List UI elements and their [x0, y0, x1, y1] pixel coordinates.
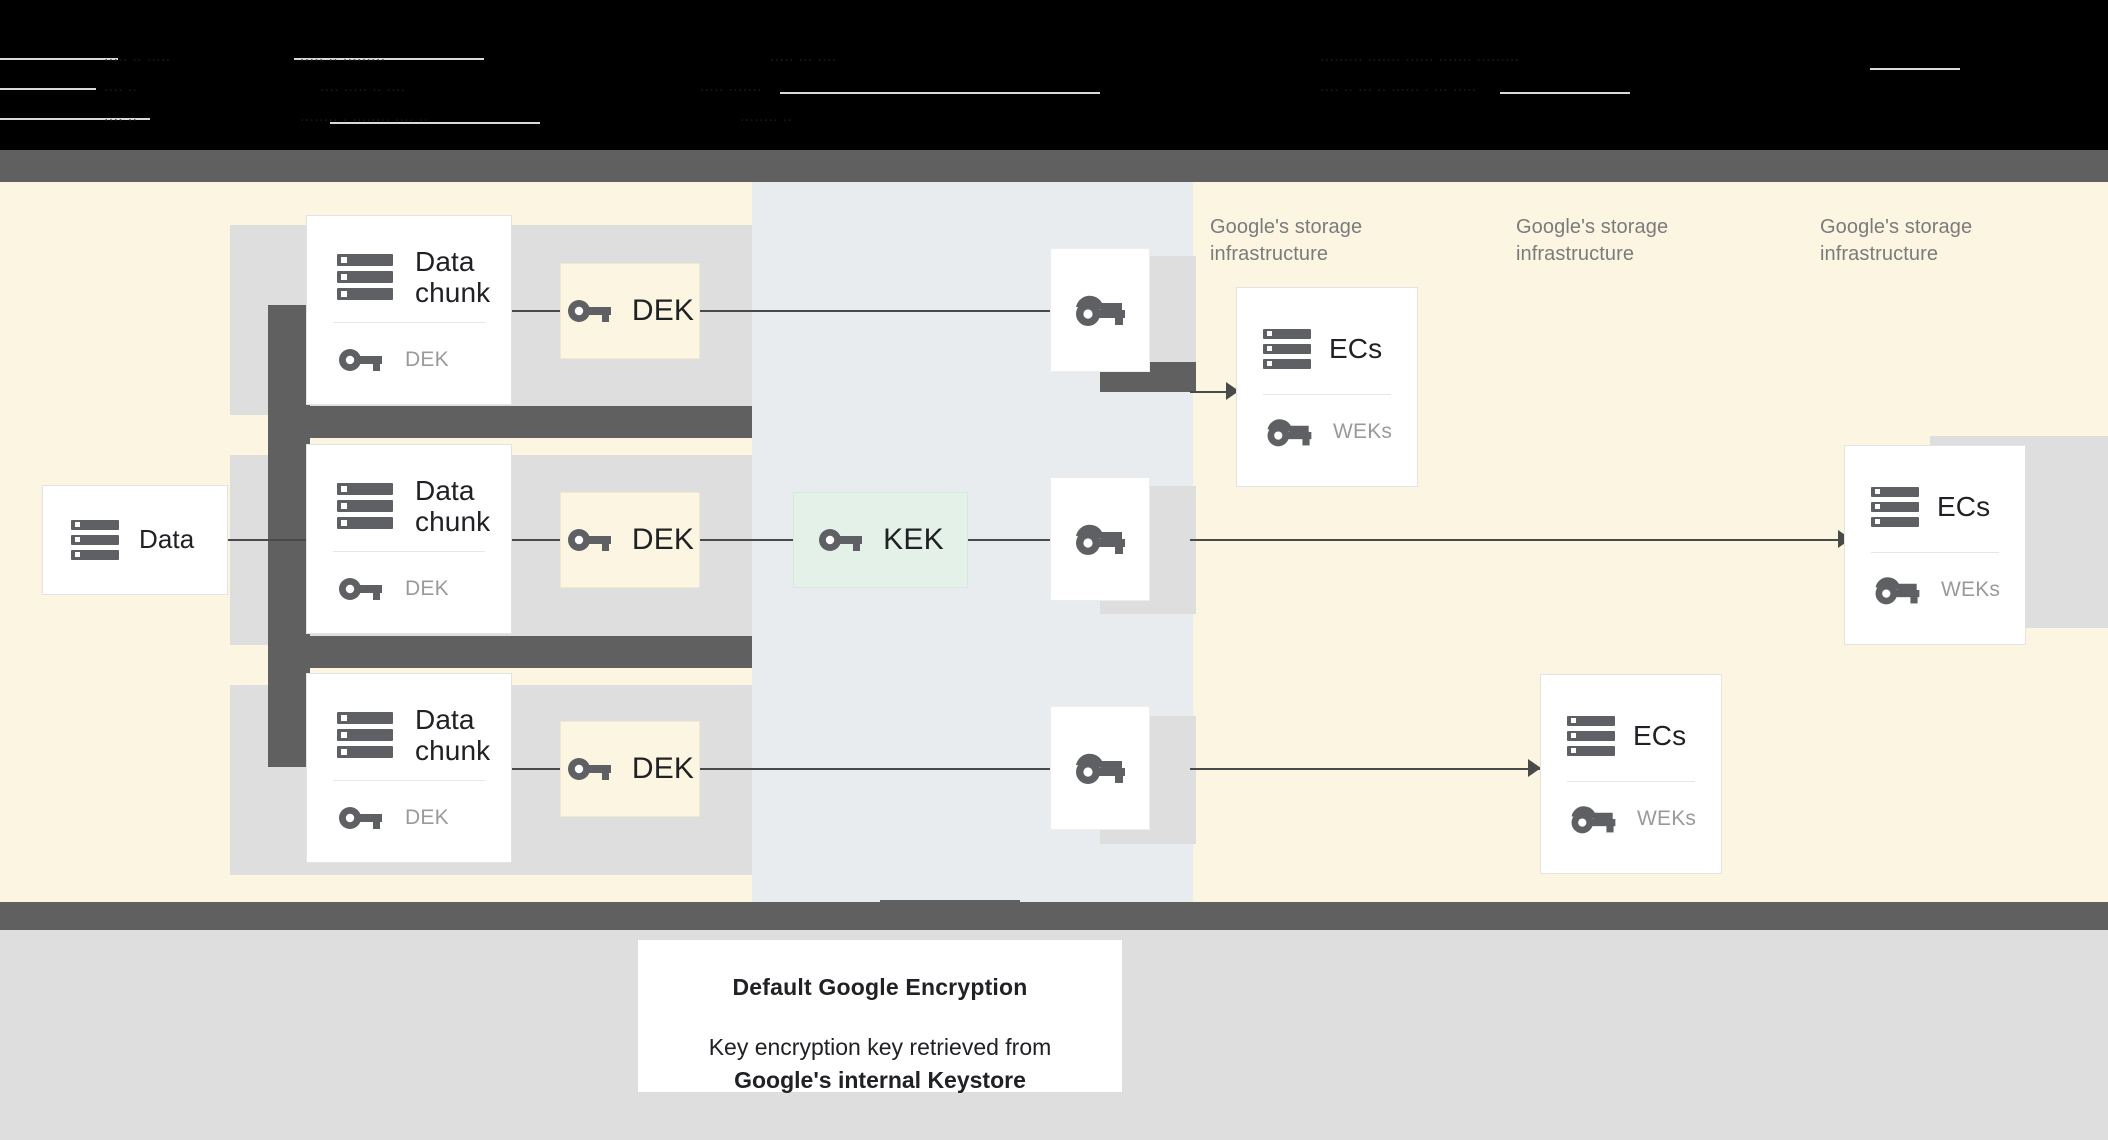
dek-label: DEK [631, 752, 695, 785]
key-icon [567, 758, 611, 780]
key-icon [339, 578, 382, 600]
card-divider [1263, 394, 1391, 395]
line-wek1-to-ec1 [1190, 391, 1238, 393]
key-icon [567, 300, 611, 322]
data-chunk-card-3[interactable]: Data chunk DEK [306, 673, 512, 863]
dek-box-2[interactable]: DEK [560, 492, 700, 588]
server-icon [337, 254, 393, 300]
data-source-label: Data [139, 524, 195, 555]
storage-card-key-label: WEKs [1333, 420, 1393, 443]
line-dek3-to-wek3 [700, 768, 1050, 770]
server-icon [1263, 329, 1311, 369]
overlay-bar-row1 [300, 406, 752, 438]
double-key-icon [1875, 577, 1920, 605]
diagram-caption: Default Google Encryption Key encryption… [638, 940, 1122, 1093]
card-divider [333, 780, 485, 781]
storage-heading-text: Google's storage infrastructure [1210, 216, 1363, 265]
storage-card-3[interactable]: ECs WEKs [1540, 674, 1722, 874]
data-chunk-key-label: DEK [405, 806, 449, 829]
data-chunk-title: Data chunk [415, 703, 491, 766]
server-icon [337, 483, 393, 529]
server-icon [1871, 487, 1919, 527]
caption-body-line2: Google's internal Keystore [734, 1067, 1026, 1094]
dek-box-1[interactable]: DEK [560, 263, 700, 359]
caption-body-line1: Key encryption key retrieved from [708, 1034, 1052, 1060]
key-icon [567, 529, 611, 551]
storage-heading-2: Google's storage infrastructure [1516, 214, 1746, 268]
line-chunk1-to-dek1 [512, 310, 560, 312]
wek-box-3[interactable] [1050, 706, 1150, 830]
storage-card-title: ECs [1329, 333, 1383, 365]
arrow-to-ec1 [1226, 382, 1239, 400]
data-chunk-card-2[interactable]: Data chunk DEK [306, 444, 512, 634]
server-icon [1567, 716, 1615, 756]
storage-card-title: ECs [1937, 491, 1991, 523]
double-key-icon [1267, 419, 1312, 447]
dek-label: DEK [631, 294, 695, 327]
storage-card-key-label: WEKs [1941, 578, 2001, 601]
line-dek1-to-wek1 [700, 310, 1050, 312]
kek-label: KEK [883, 523, 944, 556]
data-chunk-title: Data chunk [415, 474, 491, 537]
card-divider [333, 551, 485, 552]
double-key-icon [1076, 295, 1125, 326]
overlay-rail [268, 305, 310, 767]
data-chunk-key-label: DEK [405, 348, 449, 371]
line-wek3-to-ec3 [1190, 768, 1540, 770]
kek-box[interactable]: KEK [793, 492, 968, 588]
overlay-bar-bottom [880, 900, 1020, 914]
card-divider [333, 322, 485, 323]
caption-heading: Default Google Encryption [732, 974, 1028, 1000]
wek-box-2[interactable] [1050, 477, 1150, 601]
line-wek2-to-ec2 [1190, 539, 1850, 541]
wek-box-1[interactable] [1050, 248, 1150, 372]
storage-card-key-label: WEKs [1637, 807, 1697, 830]
data-chunk-title: Data chunk [415, 245, 491, 308]
dek-box-3[interactable]: DEK [560, 721, 700, 817]
server-icon [71, 520, 119, 560]
line-kek-to-wek [968, 539, 1054, 541]
line-source-to-chunks [228, 539, 308, 541]
card-divider [1567, 781, 1695, 782]
key-icon [819, 529, 863, 551]
dek-label: DEK [631, 523, 695, 556]
key-icon [339, 807, 382, 829]
double-key-icon [1571, 806, 1616, 834]
data-source-card[interactable]: Data [42, 485, 228, 595]
card-divider [1871, 552, 1999, 553]
line-chunk3-to-dek3 [512, 768, 560, 770]
storage-heading-text: Google's storage infrastructure [1820, 216, 1973, 265]
arrow-to-ec3 [1528, 759, 1541, 777]
key-icon [339, 349, 382, 371]
storage-heading-text: Google's storage infrastructure [1516, 216, 1669, 265]
obscured-top-text-band: ..... .. ..... ..... .. ......... ..... … [0, 0, 2108, 160]
double-key-icon [1076, 753, 1125, 784]
double-key-icon [1076, 524, 1125, 555]
caption-body: Key encryption key retrieved from Google… [678, 1031, 1082, 1098]
storage-card-2[interactable]: ECs WEKs [1844, 445, 2026, 645]
data-chunk-key-label: DEK [405, 577, 449, 600]
server-icon [337, 712, 393, 758]
data-chunk-card-1[interactable]: Data chunk DEK [306, 215, 512, 405]
storage-card-1[interactable]: ECs WEKs [1236, 287, 1418, 487]
overlay-bar-row2 [300, 636, 752, 668]
line-chunk2-to-dek2 [512, 539, 560, 541]
storage-heading-1: Google's storage infrastructure [1210, 214, 1440, 268]
storage-heading-3: Google's storage infrastructure [1820, 214, 2050, 268]
storage-card-title: ECs [1633, 720, 1687, 752]
